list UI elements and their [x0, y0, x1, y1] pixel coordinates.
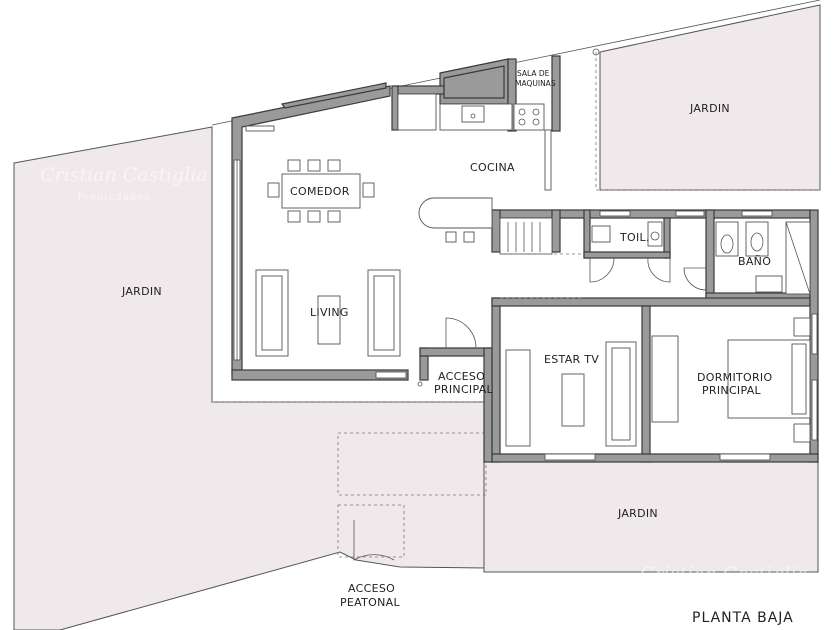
label-jardin-bottom: JARDIN [617, 507, 658, 520]
room-labels: COMEDOR COCINA LIVING SALA DE MAQUINAS T… [121, 69, 794, 626]
kitchen-fixtures [397, 93, 545, 243]
label-acceso-principal-2: PRINCIPAL [434, 383, 494, 396]
label-bano: BAÑO [738, 255, 771, 268]
label-dormitorio-1: DORMITORIO [697, 371, 772, 384]
garden-areas [13, 0, 821, 630]
bathroom-fixtures [591, 221, 811, 295]
label-estar-tv: ESTAR TV [544, 353, 599, 366]
label-toilette: TOIL. [619, 231, 650, 244]
dining-set [267, 159, 375, 223]
watermark-sub: Propiedades [78, 192, 150, 203]
stairs [499, 217, 584, 299]
watermark: Cristian Castiglia Propiedades Cristian … [40, 164, 808, 585]
bedroom-furniture [651, 317, 811, 443]
bottom-garden-strip [483, 461, 819, 573]
watermark-name: Cristian Castiglia [40, 164, 208, 186]
estar-tv-furniture [505, 341, 637, 447]
watermark-name-2: Cristian Castiglia [640, 563, 808, 585]
plan-title: PLANTA BAJA [692, 610, 794, 626]
label-jardin-left: JARDIN [121, 285, 162, 298]
label-acceso-peatonal-1: ACCESO [348, 582, 395, 595]
label-comedor: COMEDOR [290, 185, 350, 198]
label-cocina: COCINA [470, 161, 515, 174]
windows [233, 125, 818, 461]
label-living: LIVING [310, 306, 349, 319]
label-jardin-top-right: JARDIN [689, 102, 730, 115]
label-acceso-peatonal-2: PEATONAL [340, 596, 400, 609]
label-sala-maquinas-1: SALA DE [517, 69, 550, 78]
label-sala-maquinas-2: MAQUINAS [515, 79, 556, 88]
living-set [255, 269, 401, 357]
doors [353, 48, 707, 561]
label-acceso-principal-1: ACCESO [438, 370, 485, 383]
lot-top-right-garden [599, 4, 821, 191]
terrace-outlines [212, 52, 820, 558]
label-dormitorio-2: PRINCIPAL [702, 384, 762, 397]
